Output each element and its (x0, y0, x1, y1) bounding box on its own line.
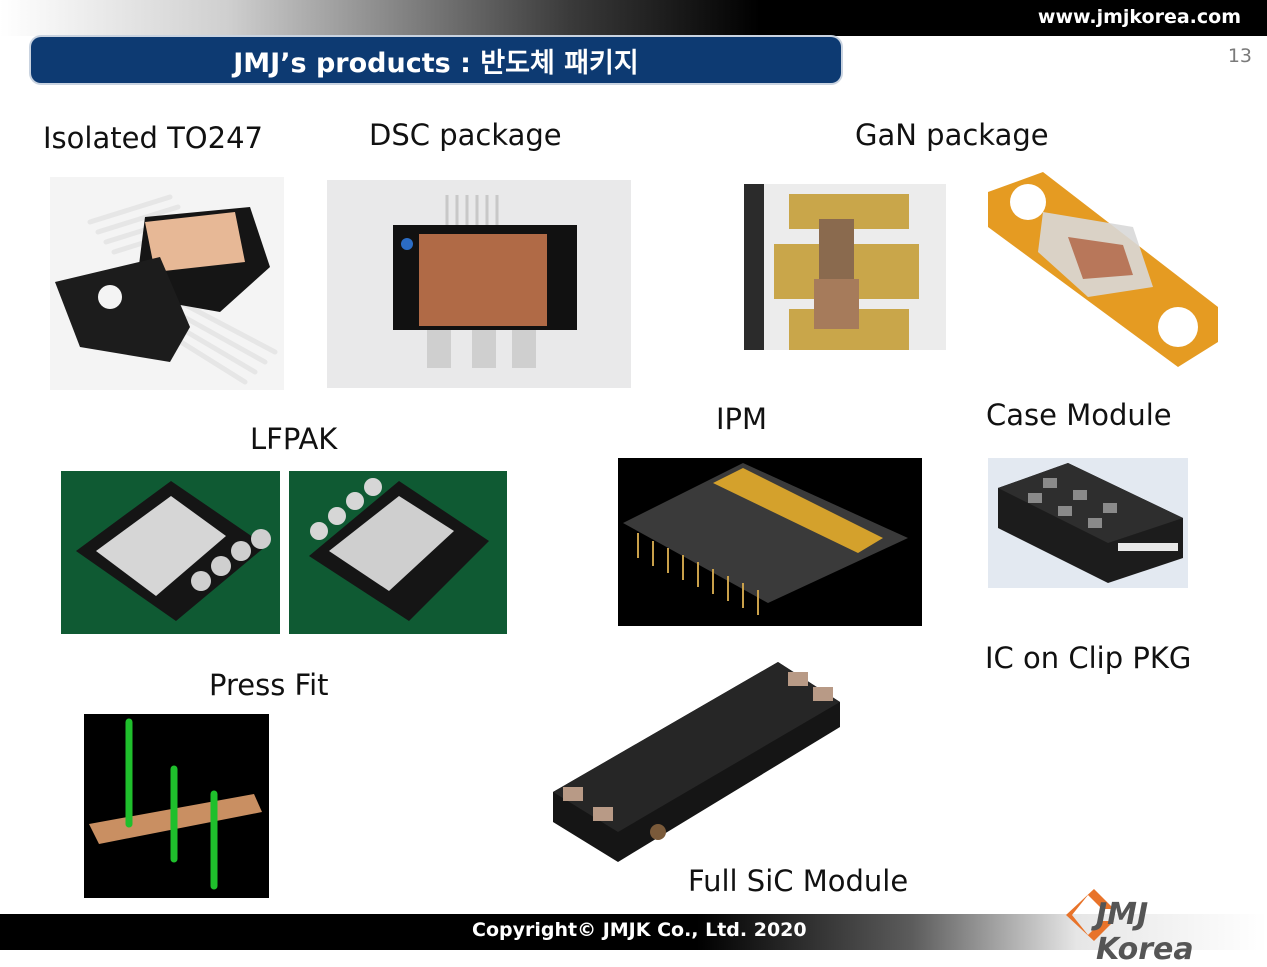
label-full-sic: Full SiC Module (688, 864, 909, 898)
page-number: 13 (1227, 45, 1252, 67)
logo-diamond-icon (1066, 889, 1114, 941)
label-ipm: IPM (716, 402, 768, 436)
gan-package-photo-2 (983, 167, 1223, 369)
label-dsc-package: DSC package (369, 118, 562, 152)
label-ic-on-clip: IC on Clip PKG (985, 641, 1192, 675)
top-bar (0, 0, 1267, 36)
lfpak-photo-1 (61, 471, 280, 634)
logo-text: JMJ Korea (1096, 897, 1194, 967)
label-gan-package: GaN package (855, 118, 1049, 152)
label-lfpak: LFPAK (250, 422, 338, 456)
jmj-korea-logo: JMJ Korea (1066, 887, 1256, 967)
bottom-bar (0, 914, 1267, 950)
label-isolated-to247: Isolated TO247 (43, 121, 263, 155)
copyright-text: Copyright© JMJK Co., Ltd. 2020 (472, 919, 807, 941)
slide-title: JMJ’s products : 반도체 패키지 (233, 47, 639, 79)
lfpak-photo-2 (289, 471, 507, 634)
case-module-photo (988, 458, 1188, 588)
ipm-photo (618, 458, 922, 626)
title-banner: JMJ’s products : 반도체 패키지 (31, 37, 841, 83)
dsc-package-photo (327, 180, 631, 388)
isolated-to247-photo (50, 177, 284, 390)
label-case-module: Case Module (986, 398, 1172, 432)
full-sic-photo (548, 657, 845, 862)
press-fit-photo (84, 714, 269, 898)
site-url[interactable]: www.jmjkorea.com (1037, 6, 1241, 28)
gan-package-photo-1 (744, 184, 946, 350)
label-press-fit: Press Fit (209, 668, 329, 702)
